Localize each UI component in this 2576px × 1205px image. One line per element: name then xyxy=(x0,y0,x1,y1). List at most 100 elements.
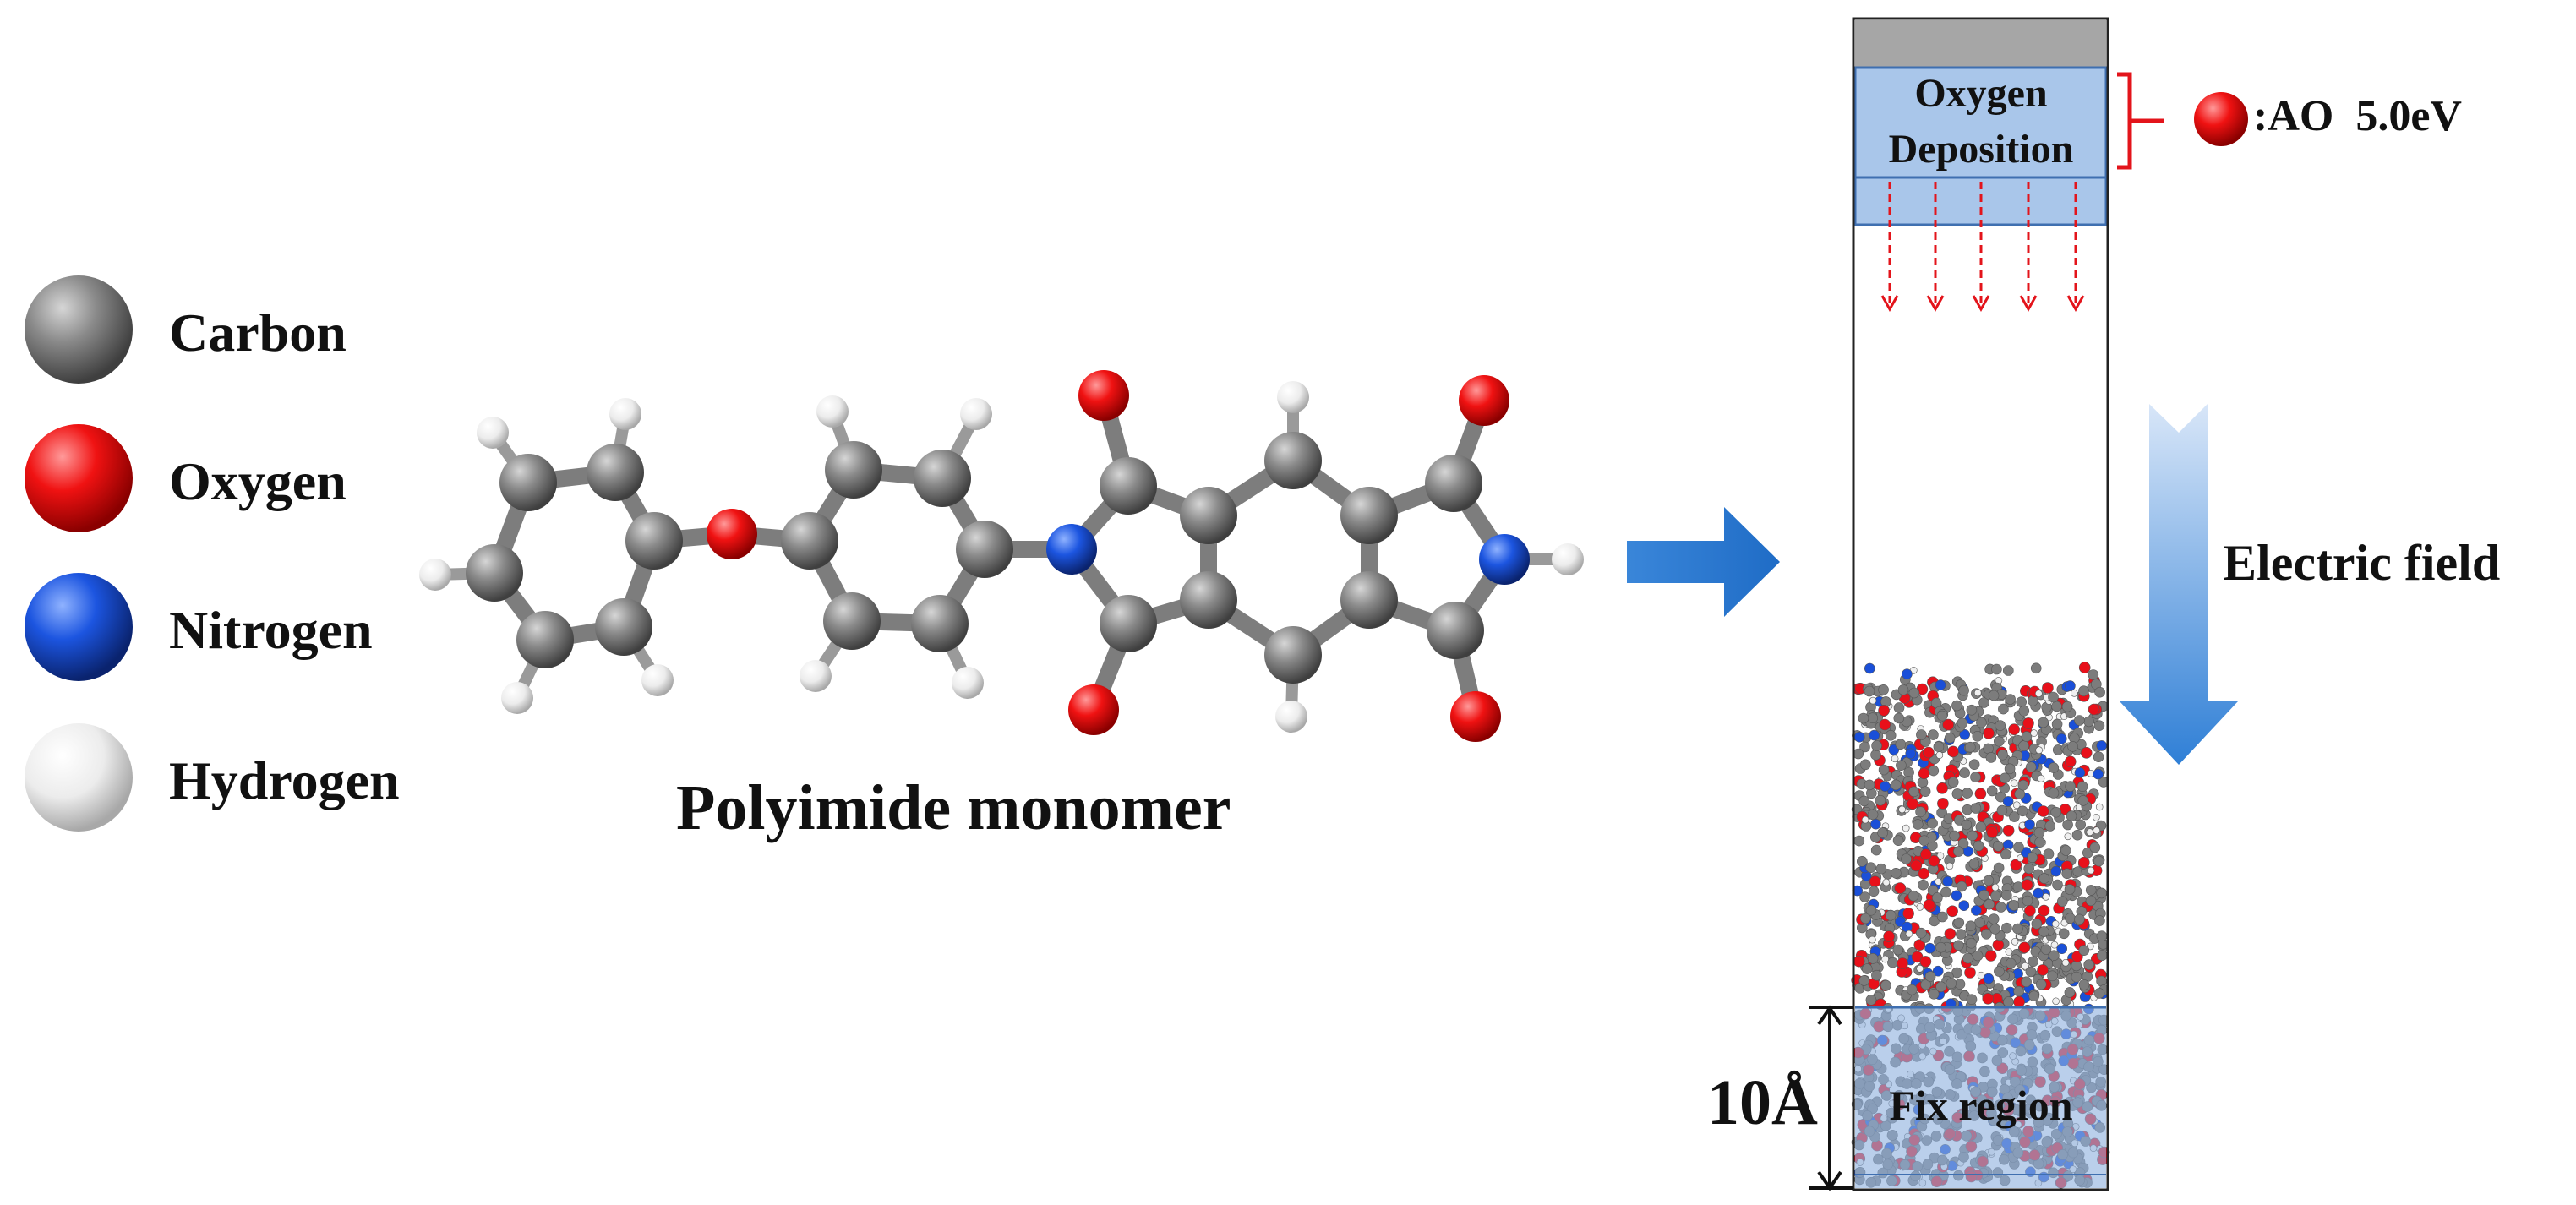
polymer-atom xyxy=(1891,779,1902,791)
ao-energy-label: :AO 5.0eV xyxy=(2253,92,2462,140)
polymer-atom xyxy=(2071,829,2083,841)
carbon-atom xyxy=(466,544,523,602)
polymer-atom xyxy=(2093,768,2104,780)
polymer-atom xyxy=(1971,905,1982,916)
carbon-atom xyxy=(595,598,652,656)
polymer-atom xyxy=(2002,796,2014,807)
polymer-atom xyxy=(1918,879,1929,891)
polymer-atom xyxy=(2013,995,2025,1008)
polymer-atom xyxy=(2080,746,2093,759)
polymer-atom xyxy=(1977,971,1985,979)
polymer-atom xyxy=(1974,788,1987,800)
polymer-atom xyxy=(1861,815,1869,824)
polymer-atom xyxy=(1998,703,2009,715)
polymer-atom xyxy=(1932,892,1943,903)
polymer-atom xyxy=(2030,662,2042,674)
polymer-atom xyxy=(2048,762,2060,773)
polymer-atom xyxy=(2043,848,2055,859)
polymer-atom xyxy=(2064,832,2072,841)
polymer-atom xyxy=(2065,680,2076,691)
polymer-atom xyxy=(2074,715,2085,726)
polymer-atom xyxy=(1895,739,1907,750)
polymer-atom xyxy=(2052,879,2063,891)
polymer-atom xyxy=(2058,928,2070,940)
polymer-atom xyxy=(2037,805,2049,817)
hydrogen-atom xyxy=(1552,543,1584,575)
legend-label-nitrogen: Nitrogen xyxy=(169,600,373,660)
polymer-atom xyxy=(1996,804,2008,816)
polymer-atom xyxy=(1927,817,1938,829)
polymer-atom xyxy=(1918,835,1930,847)
electric-field-label: Electric field xyxy=(2223,535,2500,591)
polymer-atom xyxy=(1880,781,1891,792)
polymer-atom xyxy=(1984,950,1997,962)
polymer-atom xyxy=(2028,956,2038,968)
polymer-atom xyxy=(1892,835,1904,847)
polymer-atom xyxy=(1905,930,1913,938)
polymer-atom xyxy=(1928,765,1940,777)
polymer-atom xyxy=(2064,884,2076,895)
polymer-atom xyxy=(1984,898,1995,910)
carbon-atom xyxy=(1264,626,1322,684)
polymer-atom xyxy=(1936,852,1945,860)
polymer-atom xyxy=(1988,913,2000,924)
polymer-atom xyxy=(1951,788,1963,799)
polymer-atom xyxy=(2096,930,2108,941)
polymer-atom xyxy=(1878,684,1889,695)
polymer-atom xyxy=(2051,718,2063,730)
polymer-atom xyxy=(1875,863,1887,875)
polymer-atom xyxy=(1995,720,2006,731)
polymer-atom xyxy=(2005,957,2017,969)
polymer-atom xyxy=(1864,662,1875,674)
polymer-atom xyxy=(1953,846,1964,857)
polymer-atom xyxy=(1994,966,2005,977)
polymer-atom xyxy=(2088,669,2099,680)
polymer-atom xyxy=(1881,955,1889,963)
polymer-atom xyxy=(1891,868,1902,879)
polymer-atom xyxy=(2056,943,2067,954)
polymer-atom xyxy=(2083,959,2094,970)
deposition-arrows xyxy=(1880,182,2085,313)
polymer-atom xyxy=(1968,858,1980,870)
polymer-atom xyxy=(1877,827,1888,838)
polymer-atom xyxy=(1957,837,1969,849)
polymer-atom xyxy=(1892,944,1904,956)
polymer-atom xyxy=(2077,781,2088,793)
polymer-atom xyxy=(2065,781,2076,792)
polymer-atom xyxy=(1924,971,1936,982)
polymer-atom xyxy=(2011,938,2019,946)
simulation-box xyxy=(1851,17,2110,1191)
polymer-atom xyxy=(2018,740,2029,751)
hydrogen-atom xyxy=(419,559,451,591)
polymer-atom xyxy=(2016,696,2027,708)
polymer-atom xyxy=(1953,917,1965,929)
hydrogen-atom xyxy=(960,398,992,430)
polymer-atom xyxy=(1867,809,1879,821)
polymer-atom xyxy=(1951,967,1962,979)
nitrogen-atom xyxy=(1479,534,1530,585)
polymer-atom xyxy=(1951,700,1962,712)
polymer-atom xyxy=(1905,748,1916,760)
polymer-atom xyxy=(2085,885,2097,896)
polymer-atom xyxy=(2048,788,2060,799)
polymer-atom xyxy=(2094,915,2105,926)
polymer-atom xyxy=(1932,965,1944,977)
polymer-atom xyxy=(2078,856,2090,869)
polymer-atom xyxy=(2071,971,2082,983)
polymer-atom xyxy=(2034,837,2045,848)
polymer-atom xyxy=(2040,944,2052,955)
polymer-atom xyxy=(1918,767,1930,780)
carbon-atom xyxy=(587,444,644,501)
polymer-atom xyxy=(1879,718,1891,731)
polymer-atom xyxy=(1944,928,1957,940)
polymer-atom xyxy=(2024,819,2035,830)
polymer-atom xyxy=(1983,727,1995,739)
polymer-atom xyxy=(1910,859,1923,872)
polymer-atom xyxy=(2097,950,2108,961)
polymer-atom xyxy=(1868,886,1880,897)
polymer-atom xyxy=(1970,772,1981,783)
polymer-atom xyxy=(2004,763,2016,775)
polymer-atom xyxy=(2013,842,2024,853)
polymer-atom xyxy=(1978,890,1989,901)
polymer-atom xyxy=(1988,690,2000,701)
